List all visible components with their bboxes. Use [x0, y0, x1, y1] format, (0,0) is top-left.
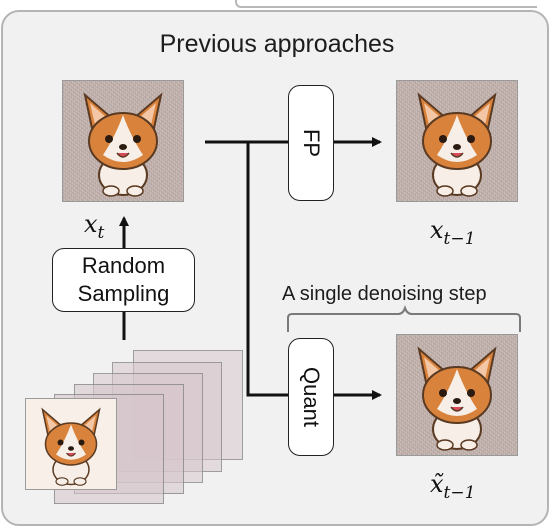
fp-label: FP: [299, 128, 324, 158]
label-x-t-base: x: [84, 210, 98, 238]
branch-line-quant: [246, 142, 288, 397]
clean-image-frame: [25, 398, 117, 490]
label-x-t-minus-1: xt−1: [430, 216, 475, 249]
label-x-t-minus-1-base: x: [430, 216, 444, 244]
label-x-t-minus-1-sub: t−1: [443, 228, 476, 249]
quant-label: Quant: [299, 367, 324, 427]
quant-output-image: [396, 334, 518, 456]
label-x-tilde-t-minus-1: x̃t−1: [430, 470, 475, 503]
top-frame-edge: [235, 0, 537, 8]
noisy-image-xt: [62, 80, 184, 202]
diagram-title: Previous approaches: [159, 30, 395, 58]
random-sampling-label: Random Sampling: [77, 253, 170, 306]
label-x-t-sub: t: [97, 222, 105, 243]
denoising-step-brace: [287, 304, 521, 332]
fp-output-image: [396, 80, 518, 202]
denoising-step-caption: A single denoising step: [282, 283, 487, 305]
label-x-t: xt: [84, 210, 104, 243]
quant-box: Quant: [288, 338, 334, 456]
random-sampling-box: Random Sampling: [52, 248, 195, 312]
label-x-tilde-sub: t−1: [443, 482, 476, 503]
fp-box: FP: [288, 85, 334, 201]
label-x-tilde-base: x̃: [430, 470, 444, 498]
